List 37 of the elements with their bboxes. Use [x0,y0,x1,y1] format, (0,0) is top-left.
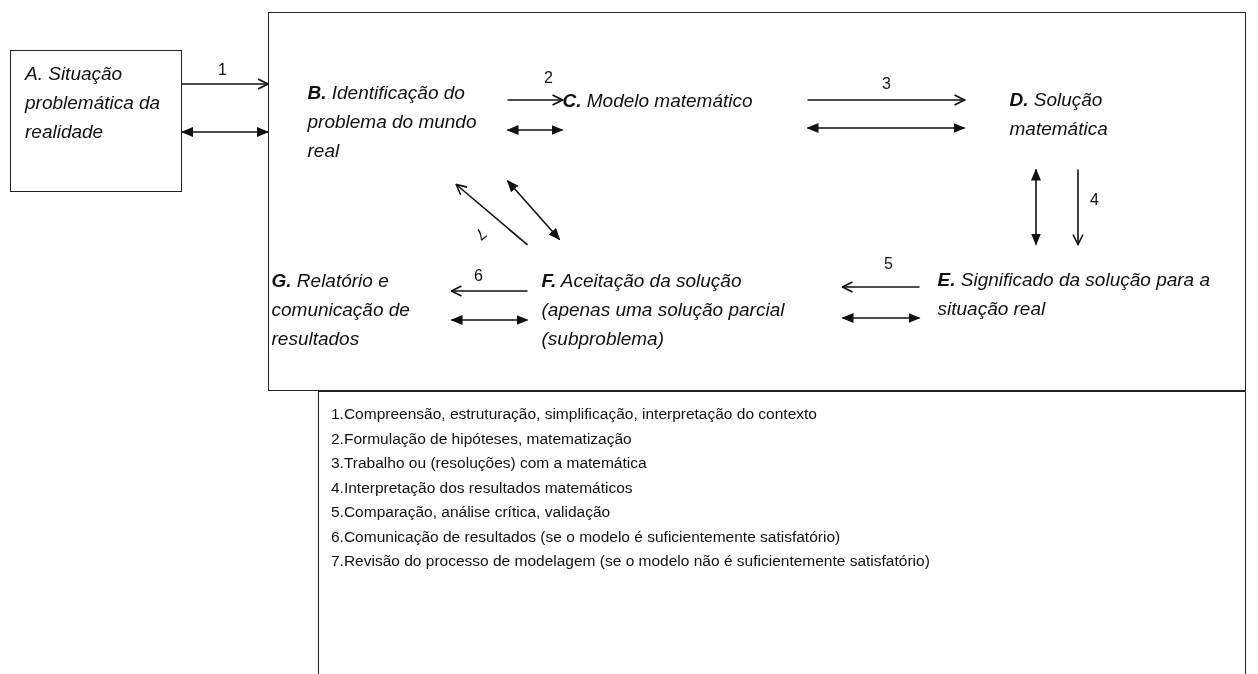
arrow [841,313,921,323]
arrow [806,123,966,133]
arrow [841,281,921,293]
legend-line: 5.Comparação, análise crítica, validação [331,502,611,522]
step-label: C. Modelo matemático [562,88,754,113]
legend-line: 7.Revisão do processo de modelagem (se o modelo não é suficientemente satisfatório) [331,551,930,571]
legend-line: 2.Formulação de hipóteses, matematização [331,428,632,449]
edge-label: 2 [543,70,554,86]
notes-box [318,391,1246,674]
edge-label: 4 [1089,192,1100,208]
step-label: G. Relatório e comunicação de resultados [271,268,411,351]
edge-label: 6 [473,268,484,284]
step-label: A. Situação problemática da realidade [25,62,162,144]
arrow [506,94,564,106]
step-label: D. Solução matemática [1009,87,1109,141]
legend-line: 3.Trabalho ou (resoluções) com a matemática [331,453,647,473]
arrow [455,183,529,246]
step-label: B. Identificação do problema do mundo real [307,80,478,163]
edge-label: 5 [883,256,894,272]
arrow [181,127,269,137]
arrow [1031,168,1041,246]
arrow [806,94,966,106]
step-label: E. Significado da solução para a situação real [937,267,1211,321]
legend-line: 6.Comunicação de resultados (se o modelo é suficientemente satisfatório) [331,526,841,547]
legend-line: 4.Interpretação dos resultados matemáticos [331,477,633,498]
step-label: F. Aceitação da solução (apenas uma solução parcial (subproblema) [541,268,786,351]
frame-box [268,12,1246,391]
legend-line: 1.Compreensão, estruturação, simplificação, interpretação do contexto [331,404,817,424]
edge-label: 3 [881,76,892,92]
arrow [1072,168,1084,246]
arrow [181,78,269,90]
arrow [450,315,529,325]
process-box [10,50,182,192]
arrow [506,179,561,241]
arrow [506,125,564,135]
arrow [450,285,529,297]
edge-label: 1 [217,62,228,78]
